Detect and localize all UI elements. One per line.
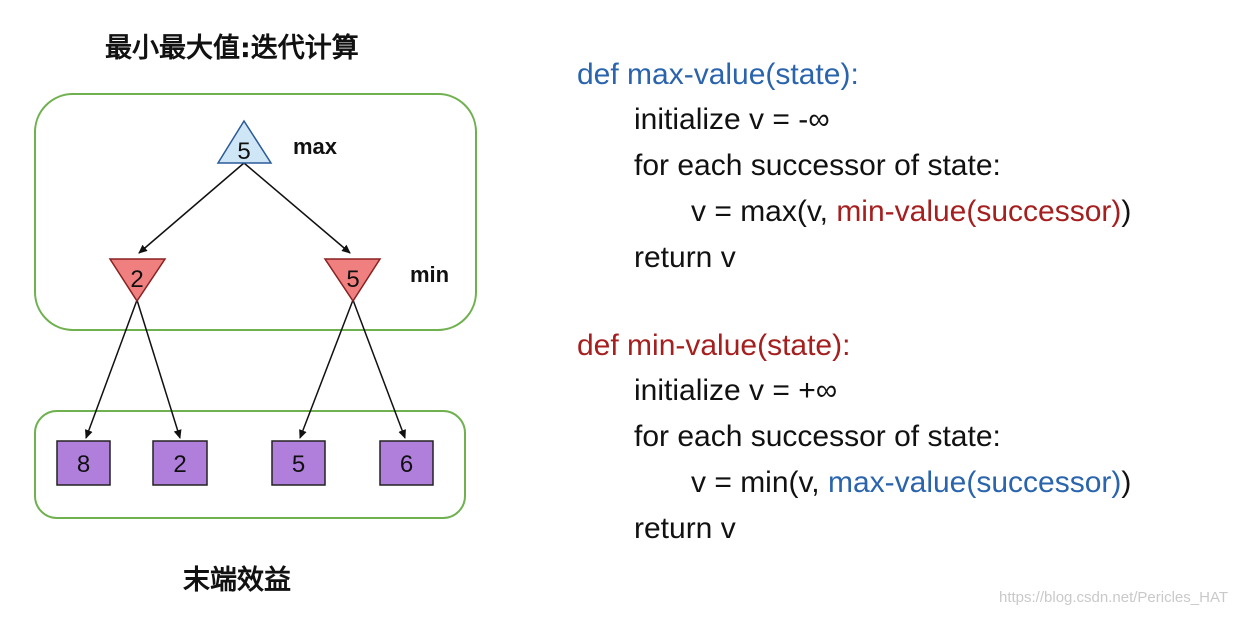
terminal-node-value: 2 [173, 451, 186, 478]
min-value-init: initialize v = +∞ [634, 374, 838, 407]
min-node-value: 2 [130, 266, 143, 293]
edge-root-min1 [138, 162, 245, 254]
min-node [108, 258, 167, 303]
min-value-call: min-value(successor) [836, 195, 1122, 228]
watermark: https://blog.csdn.net/Pericles_HAT [999, 589, 1228, 606]
min-value-def: def min-value(state): [577, 329, 851, 362]
min-value-return: return v [634, 512, 736, 545]
decision-nodes-group [34, 93, 477, 331]
max-node [216, 119, 273, 164]
terminal-node [152, 440, 208, 486]
max-node-value: 5 [237, 138, 250, 165]
max-value-def: def max-value(state): [577, 58, 859, 91]
terminal-node [56, 440, 111, 486]
min-node [323, 258, 382, 303]
terminal-node [379, 440, 434, 486]
min-level-label: min [410, 262, 450, 287]
edge-min1-leaf1 [85, 299, 138, 439]
min-node-value: 5 [346, 266, 359, 293]
diagram-title: 最小最大值:迭代计算 [105, 33, 359, 64]
edge-root-min2 [243, 162, 351, 254]
terminal-node [271, 440, 326, 486]
max-value-loop: for each successor of state: [634, 149, 1001, 182]
min-value-loop: for each successor of state: [634, 420, 1001, 453]
terminal-node-value: 6 [400, 451, 413, 478]
pseudocode-block: def max-value(state): initialize v = -∞ … [577, 58, 1131, 545]
max-value-init: initialize v = -∞ [634, 103, 830, 136]
edge-min2-leaf4 [352, 299, 406, 439]
assign-prefix: v = min(v, [691, 466, 828, 499]
terminal-node-value: 8 [77, 451, 90, 478]
edge-min2-leaf3 [299, 299, 354, 439]
assign-suffix: ) [1121, 195, 1132, 228]
edge-min1-leaf2 [136, 299, 182, 439]
min-value-assign: v = min(v, max-value(successor)) [691, 466, 1131, 500]
max-value-assign: v = max(v, min-value(successor)) [691, 195, 1131, 229]
assign-suffix: ) [1121, 466, 1132, 499]
terminal-nodes-group [34, 410, 466, 519]
max-level-label: max [293, 134, 338, 159]
max-value-call: max-value(successor) [827, 466, 1122, 499]
terminal-node-value: 5 [292, 451, 305, 478]
assign-prefix: v = max(v, [691, 195, 837, 228]
max-value-return: return v [634, 241, 736, 274]
terminal-utility-label: 末端效益 [183, 565, 291, 596]
